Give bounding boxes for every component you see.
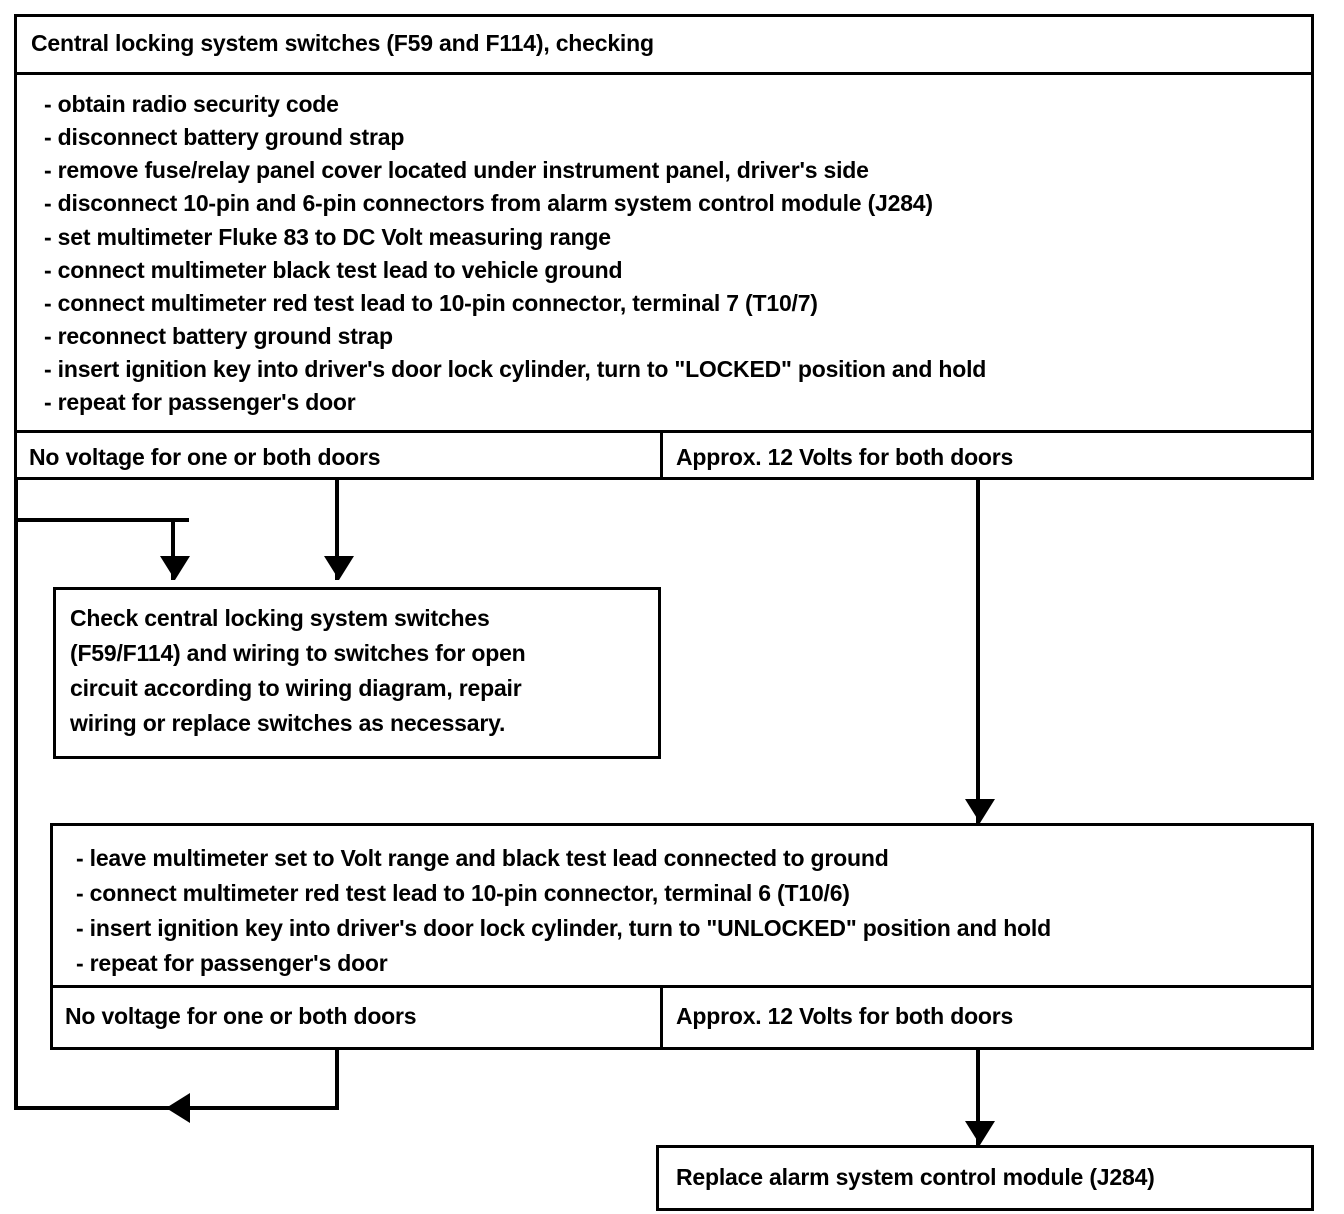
arrow-into-action2	[965, 1121, 995, 1145]
second-block-outer	[50, 823, 1314, 1050]
result1-left-label: No voltage for one or both doors	[29, 444, 381, 470]
result-row2-separator-top	[53, 985, 1311, 988]
step1-item-7: - reconnect battery ground strap	[44, 323, 393, 349]
connector-left-down-to-action1	[171, 518, 175, 580]
result2-left-label: No voltage for one or both doors	[65, 1003, 417, 1029]
result2-right-label: Approx. 12 Volts for both doors	[676, 1003, 1014, 1029]
step2-item-0: - leave multimeter set to Volt range and…	[76, 845, 889, 871]
step1-item-8: - insert ignition key into driver's door…	[44, 356, 987, 382]
connector-12volts1-vertical	[976, 478, 980, 823]
step2-item-2: - insert ignition key into driver's door…	[76, 915, 1051, 941]
step1-item-5: - connect multimeter black test lead to …	[44, 257, 623, 283]
step2-item-1: - connect multimeter red test lead to 10…	[76, 880, 850, 906]
step1-item-1: - disconnect battery ground strap	[44, 124, 405, 150]
step1-item-9: - repeat for passenger's door	[44, 389, 356, 415]
connector-left-vertical-top	[14, 478, 18, 522]
step2-item-3: - repeat for passenger's door	[76, 950, 388, 976]
action1-line-0: Check central locking system switches	[70, 605, 490, 631]
result-row-divider	[660, 430, 663, 480]
step1-item-3: - disconnect 10-pin and 6-pin connectors…	[44, 190, 933, 216]
arrow-into-step2	[965, 799, 995, 823]
arrow-into-action1-center	[324, 556, 354, 580]
connector-12volts2-vertical	[976, 1048, 980, 1145]
step1-item-2: - remove fuse/relay panel cover located …	[44, 157, 869, 183]
action1-line-1: (F59/F114) and wiring to switches for op…	[70, 640, 526, 666]
arrow-into-action1-left	[160, 556, 190, 580]
arrow-loopback-left	[166, 1093, 190, 1123]
step1-item-6: - connect multimeter red test lead to 10…	[44, 290, 818, 316]
action1-line-2: circuit according to wiring diagram, rep…	[70, 675, 522, 701]
connector-novoltage1-vertical	[335, 478, 339, 580]
connector-left-horizontal-top	[14, 518, 189, 522]
action1-line-3: wiring or replace switches as necessary.	[70, 710, 506, 736]
result1-right-label: Approx. 12 Volts for both doors	[676, 444, 1014, 470]
top-block-outer	[14, 14, 1314, 480]
action2-box	[656, 1145, 1314, 1211]
header-separator	[17, 72, 1311, 75]
header-title: Central locking system switches (F59 and…	[31, 30, 654, 56]
result-row-separator-top	[17, 430, 1311, 433]
action2-label: Replace alarm system control module (J28…	[676, 1164, 1155, 1190]
result-row2-divider	[660, 985, 663, 1047]
step1-item-0: - obtain radio security code	[44, 91, 339, 117]
connector-left-rail-vertical	[14, 518, 18, 1110]
action1-box	[53, 587, 661, 759]
step1-item-4: - set multimeter Fluke 83 to DC Volt mea…	[44, 224, 611, 250]
connector-novoltage2-vertical	[335, 1048, 339, 1110]
